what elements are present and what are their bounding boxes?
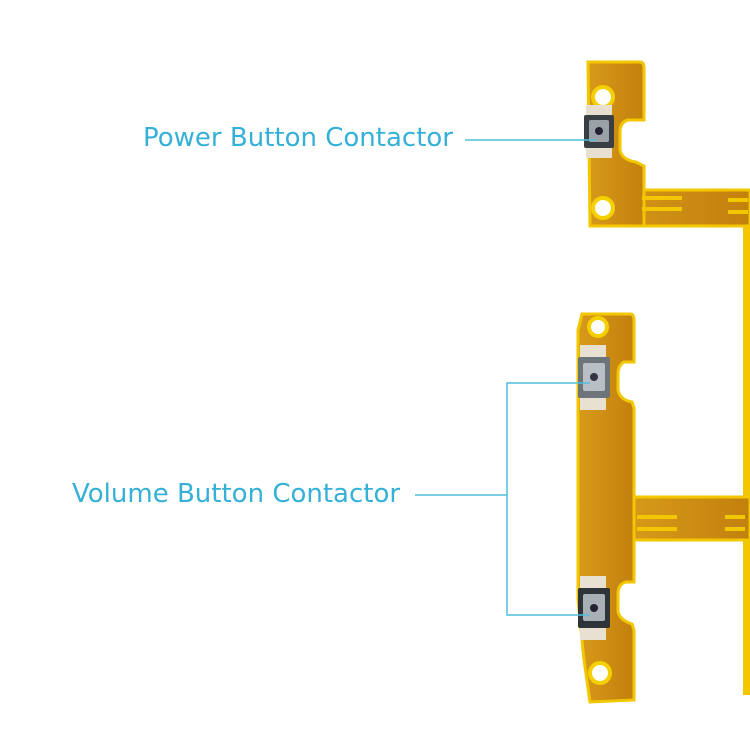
volume-flex-board [576,312,750,704]
volume-down-switch [578,576,610,640]
volume-leader-line [506,382,590,616]
flex-strip-right-upper [743,205,750,505]
mount-hole [591,196,615,220]
mount-hole [587,316,609,338]
power-switch [584,105,614,158]
volume-button-label: Volume Button Contactor [72,479,400,509]
flex-strip-right-lower [743,520,750,695]
volume-up-switch [578,345,610,410]
power-button-label: Power Button Contactor [143,123,453,153]
mount-hole [591,85,615,109]
power-flex-board [584,60,750,228]
mount-hole [588,661,612,685]
